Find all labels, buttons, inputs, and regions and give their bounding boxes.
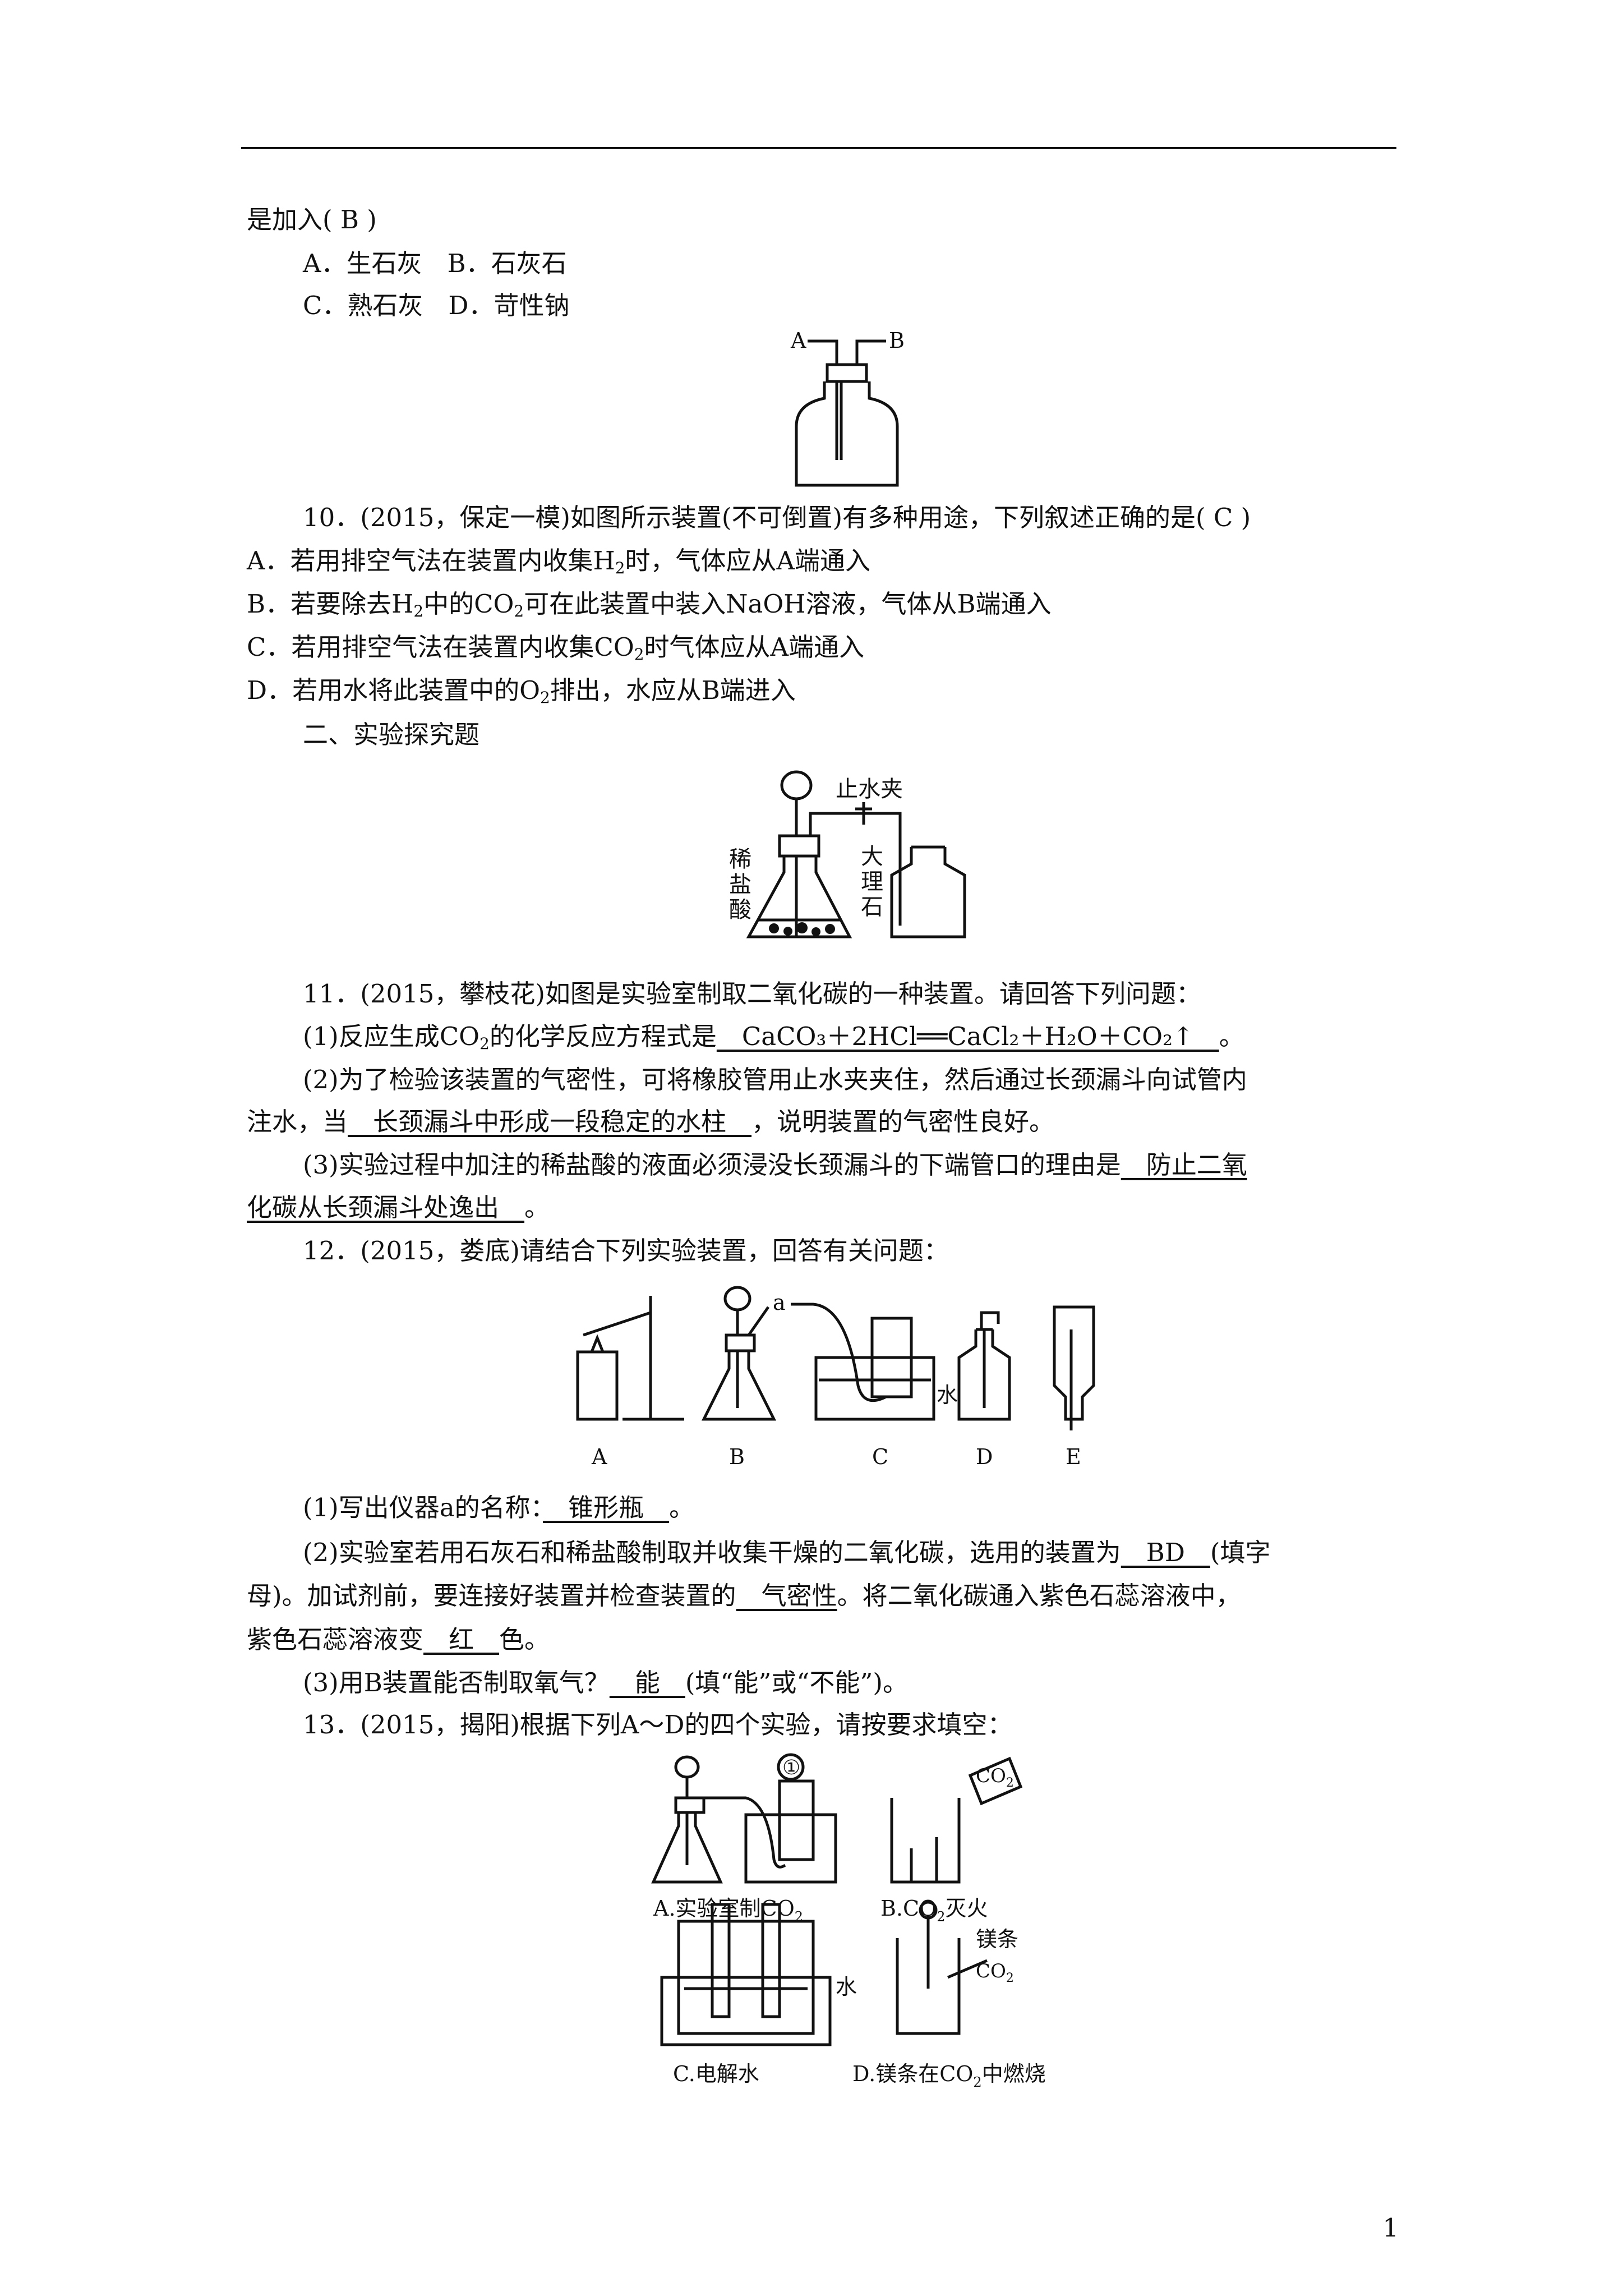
q12-answer-3: 能 [609, 1668, 685, 1697]
q12-answer-2b: 气密性 [736, 1581, 837, 1611]
q11-part2-line1: (2)为了检验该装置的气密性，可将橡胶管用止水夹夹住，然后通过长颈漏斗向试管内 [303, 1065, 1247, 1094]
section-heading: 二、实验探究题 [303, 720, 480, 749]
q11-answer-1: CaCO₃＋2HCl══CaCl₂＋H₂O＋CO₂↑ [716, 1022, 1219, 1051]
co2-label-b: CO2 [976, 1765, 1014, 1790]
label-a: A [591, 1444, 607, 1469]
q10-option-a: A．若用排空气法在装置内收集H2时，气体应从A端通入 [247, 546, 870, 577]
label-b: B [729, 1444, 745, 1469]
gas-bottle-figure: A B [790, 328, 905, 487]
page-number: 1 [1382, 2213, 1399, 2243]
q9-options-ab: A．生石灰 B．石灰石 [303, 249, 567, 278]
q9-tail: 是加入( B ) [247, 205, 377, 234]
acid-label-2: 盐 [729, 872, 751, 898]
q12-part2-line3: 紫色石蕊溶液变 红 色。 [247, 1625, 550, 1654]
q9-options-cd: C．熟石灰 D．苛性钠 [303, 291, 570, 320]
co2-label-d: CO2 [976, 1960, 1014, 1985]
co2-apparatus-figure: 止水夹 稀 盐 酸 大 理 石 [729, 770, 966, 938]
caption-c: C.电解水 [673, 2062, 759, 2086]
q13-stem: 13．(2015，揭阳)根据下列A～D的四个实验，请按要求填空： [303, 1710, 1013, 1740]
marble-label-3: 石 [861, 894, 883, 920]
acid-label-3: 酸 [729, 897, 751, 923]
label-e: E [1066, 1444, 1081, 1469]
mg-label: 镁条 [976, 1927, 1018, 1952]
q12-part2-line1: (2)实验室若用石灰石和稀盐酸制取并收集干燥的二氧化碳，选用的装置为 BD (填… [303, 1538, 1271, 1567]
header-rule [241, 147, 1396, 149]
q12-apparatus-figure: A B C D E a 水 [576, 1286, 1095, 1469]
label-d: D [976, 1444, 993, 1469]
q10-option-c: C．若用排空气法在装置内收集CO2时气体应从A端通入 [247, 632, 865, 664]
q12-answer-1: 锥形瓶 [543, 1493, 670, 1522]
label-water: 水 [937, 1383, 958, 1407]
water-label-c: 水 [836, 1975, 857, 1999]
q10-option-b: B．若要除去H2中的CO2可在此装置中装入NaOH溶液，气体从B端通入 [247, 589, 1052, 620]
clamp-label: 止水夹 [836, 776, 903, 802]
q10-option-d: D．若用水将此装置中的O2排出，水应从B端进入 [247, 675, 796, 707]
label-a: A [790, 328, 806, 353]
caption-d: D.镁条在CO2中燃烧 [852, 2062, 1046, 2090]
label-instrument-a: a [773, 1290, 786, 1315]
q11-part3-line2: 化碳从长颈漏斗处逸出 。 [247, 1193, 550, 1222]
q12-part1: (1)写出仪器a的名称： 锥形瓶 。 [303, 1493, 695, 1522]
q10-stem: 10．(2015，保定一模)如图所示装置(不可倒置)有多种用途，下列叙述正确的是… [303, 503, 1251, 532]
q11-answer-3b: 化碳从长颈漏斗处逸出 [247, 1193, 525, 1222]
q12-answer-2c: 红 [423, 1625, 500, 1654]
acid-label-1: 稀 [729, 846, 751, 872]
q11-part1: (1)反应生成CO2的化学反应方程式是 CaCO₃＋2HCl══CaCl₂＋H₂… [303, 1022, 1244, 1053]
caption-b: B.CO2灭火 [880, 1896, 988, 1925]
q12-part2-line2: 母)。加试剂前，要连接好装置并检查装置的 气密性。将二氧化碳通入紫色石蕊溶液中， [247, 1581, 1241, 1611]
q12-stem: 12．(2015，娄底)请结合下列实验装置，回答有关问题： [303, 1236, 949, 1266]
q11-part2-line2: 注水，当 长颈漏斗中形成一段稳定的水柱 ，说明装置的气密性良好。 [247, 1107, 1055, 1137]
circle-one: ① [782, 1756, 800, 1779]
q13-experiments-figure: ① CO2 A.实验室制CO2 B.CO2灭火 水 镁条 CO2 C.电解水 D… [651, 1753, 1046, 2090]
q11-answer-3a: 防止二氧 [1121, 1150, 1247, 1180]
q11-stem: 11．(2015，攀枝花)如图是实验室制取二氧化碳的一种装置。请回答下列问题： [303, 979, 1201, 1009]
q12-part3: (3)用B装置能否制取氧气？ 能 (填“能”或“不能”)。 [303, 1668, 908, 1697]
label-b: B [889, 328, 905, 353]
marble-label-1: 大 [861, 844, 883, 869]
q11-part3-line1: (3)实验过程中加注的稀盐酸的液面必须浸没长颈漏斗的下端管口的理由是 防止二氧 [303, 1150, 1247, 1180]
q11-answer-2: 长颈漏斗中形成一段稳定的水柱 [348, 1107, 752, 1137]
marble-label-2: 理 [861, 869, 883, 895]
label-c: C [872, 1444, 888, 1469]
caption-a: A.实验室制CO2 [653, 1896, 803, 1925]
q12-answer-2a: BD [1121, 1538, 1210, 1567]
